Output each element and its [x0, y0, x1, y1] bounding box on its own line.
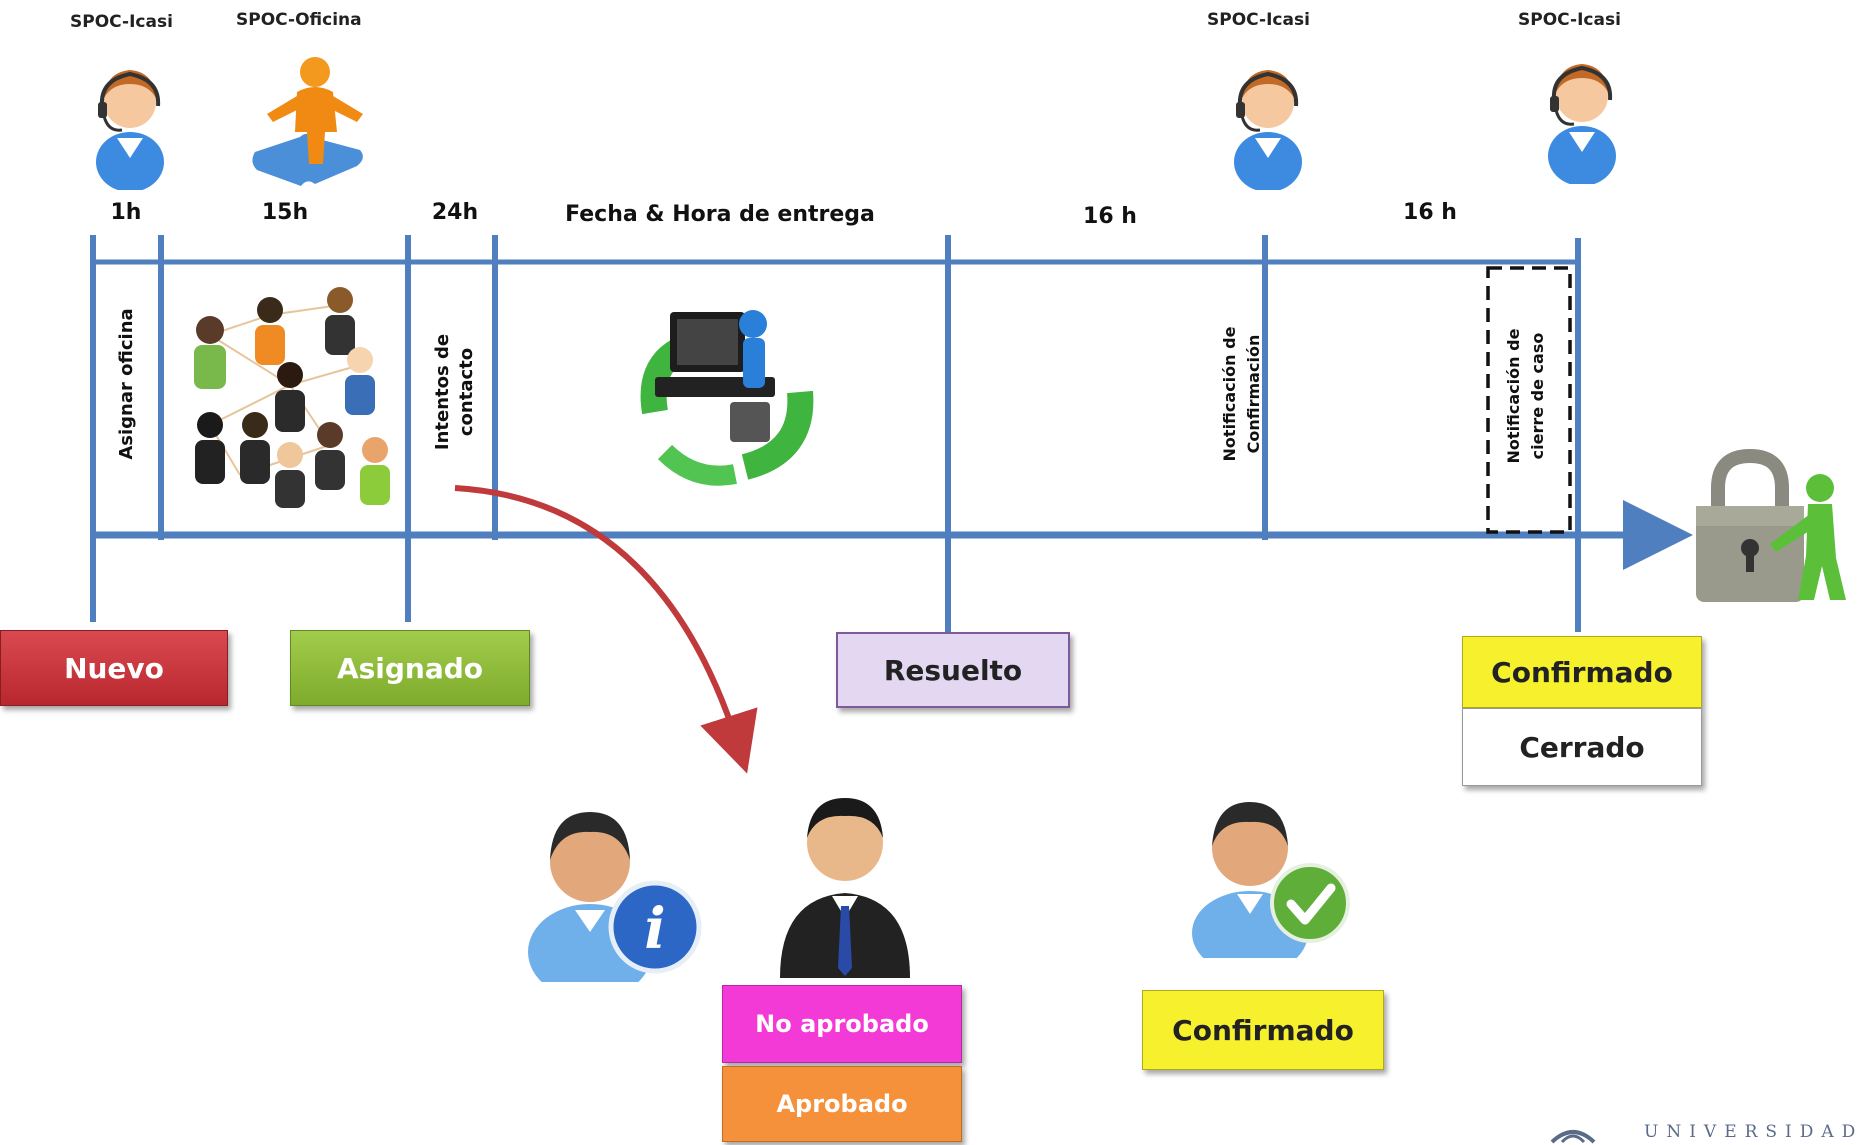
user-check-icon — [1192, 802, 1350, 958]
status-no-aprobado: No aprobado — [722, 985, 962, 1063]
duration-label-delivery: Fecha & Hora de entrega — [565, 202, 875, 227]
role-label-spoc-oficina: SPOC-Oficina — [236, 10, 362, 30]
duration-label-24h: 24h — [431, 200, 479, 225]
businessman-icon — [780, 798, 910, 978]
computer-recycle-icon — [640, 310, 814, 486]
status-asignado: Asignado — [290, 630, 530, 706]
puzzle-person-icon — [252, 57, 363, 186]
phase-assign-office: Asignar oficina — [116, 308, 137, 460]
duration-label-16h-2: 16 h — [1403, 200, 1457, 225]
phase-confirmation-notice: Notificación de Confirmación — [1220, 326, 1263, 462]
status-confirmado-bottom: Confirmado — [1142, 990, 1384, 1070]
phase-closure-notice: Notificación de cierre de caso — [1504, 328, 1547, 464]
duration-label-15h: 15h — [261, 200, 309, 225]
university-logo-icon — [1550, 1130, 1596, 1144]
duration-label-16h-1: 16 h — [1083, 204, 1137, 229]
role-label-spoc-icasi-3: SPOC-Icasi — [1518, 10, 1621, 30]
status-confirmado-top: Confirmado — [1462, 636, 1702, 708]
role-label-spoc-icasi-2: SPOC-Icasi — [1207, 10, 1310, 30]
user-info-icon: i — [528, 812, 702, 982]
status-nuevo: Nuevo — [0, 630, 228, 706]
status-cerrado: Cerrado — [1462, 708, 1702, 786]
svg-text:i: i — [644, 896, 665, 962]
padlock-person-icon — [1696, 448, 1846, 602]
role-label-spoc-icasi-1: SPOC-Icasi — [70, 12, 173, 32]
people-network-icon — [194, 287, 390, 508]
status-aprobado: Aprobado — [722, 1066, 962, 1142]
university-credit: UNIVERSIDAD — [1644, 1122, 1861, 1142]
support-agent-icon — [96, 70, 164, 190]
support-agent-icon — [1548, 64, 1616, 184]
duration-label-1h: 1h — [110, 200, 142, 225]
support-agent-icon — [1234, 70, 1302, 190]
status-resuelto: Resuelto — [836, 632, 1070, 708]
phase-contact-attempts: Intentos de contacto — [432, 333, 477, 451]
